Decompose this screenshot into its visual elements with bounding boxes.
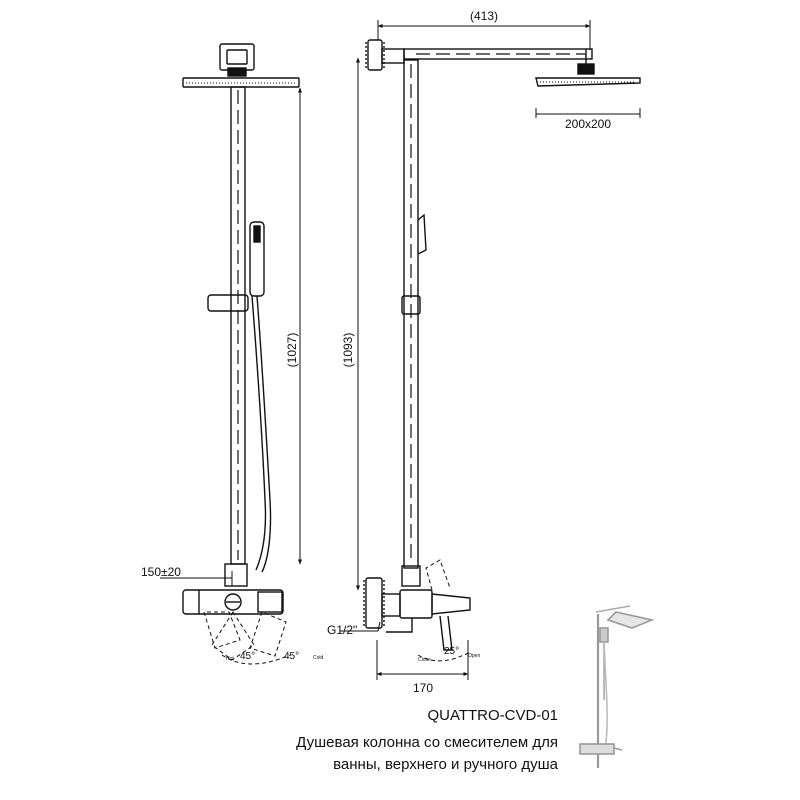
side-top-flange <box>367 39 383 71</box>
label-cold: Cold <box>313 655 324 661</box>
side-top-arm <box>403 48 593 60</box>
side-shower-head <box>535 77 641 87</box>
side-mixer-body <box>399 589 433 619</box>
side-bottom-flange <box>365 577 383 629</box>
product-thumbnail <box>579 605 655 768</box>
label-hot: Hot <box>226 656 234 662</box>
angle-left: 45° <box>240 651 255 662</box>
label-close: Close <box>418 657 431 663</box>
label-open: Open <box>468 653 480 659</box>
angle-spout: 25° <box>444 646 459 657</box>
dim-spacing: 150±20 <box>141 565 181 579</box>
model-name: QUATTRO-CVD-01 <box>427 707 558 724</box>
front-top-mount <box>219 43 255 71</box>
angle-right: 45° <box>284 651 299 662</box>
description-line-1: Душевая колонна со смесителем для <box>296 734 558 751</box>
front-hose <box>256 295 272 573</box>
dim-spout-depth: 170 <box>413 681 433 695</box>
description-line-2: ванны, верхнего и ручного душа <box>333 756 558 773</box>
front-mixer-body <box>182 589 284 615</box>
front-view <box>160 43 302 665</box>
side-view <box>340 20 641 680</box>
front-hand-holder <box>207 294 249 312</box>
dim-front-height: (1027) <box>285 333 299 368</box>
dim-head-size: 200x200 <box>565 117 611 131</box>
dim-thread: G1/2" <box>327 623 357 637</box>
dim-top-arm: (413) <box>470 9 498 23</box>
dim-side-height: (1093) <box>341 333 355 368</box>
